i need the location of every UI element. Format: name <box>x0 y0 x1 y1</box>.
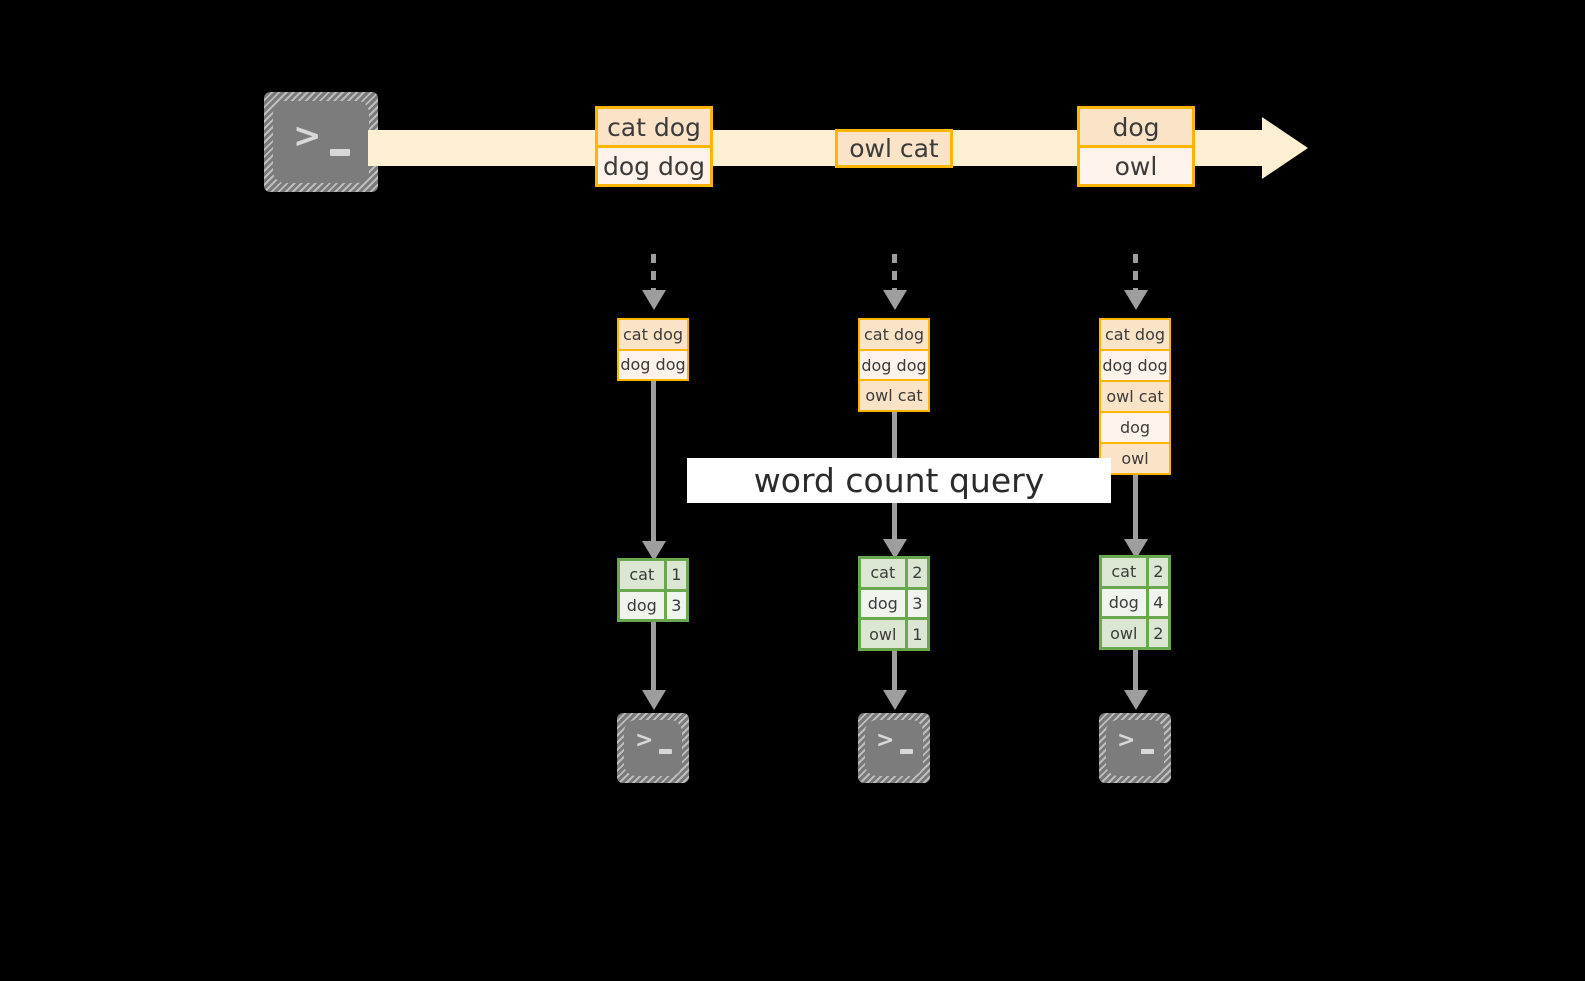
result-table-1-row-2: dog 3 <box>620 588 686 619</box>
stream-message-1-row-2: dog dog <box>598 145 710 184</box>
result-table-3-row-3-count: 2 <box>1145 619 1168 648</box>
result-table-3-row-3: owl 2 <box>1102 616 1168 648</box>
result-table-2-row-2-word: dog <box>861 589 905 618</box>
query-connector-arrowhead-3 <box>1124 539 1148 559</box>
buffer-table-3-row-4: dog <box>1101 411 1169 442</box>
result-table-3[interactable]: cat 2 dog 4 owl 2 <box>1099 555 1171 650</box>
result-table-3-row-2-count: 4 <box>1145 588 1168 617</box>
stream-tap-arrowhead-2 <box>883 290 907 310</box>
query-connector-line-3 <box>1133 475 1138 543</box>
result-table-3-row-1: cat 2 <box>1102 558 1168 586</box>
result-table-2-row-1-count: 2 <box>904 559 927 587</box>
output-connector-arrowhead-1 <box>642 690 666 710</box>
buffer-table-3-row-5: owl <box>1101 442 1169 473</box>
output-connector-arrowhead-3 <box>1124 690 1148 710</box>
terminal-cursor-icon <box>659 749 672 754</box>
stream-tap-line-2 <box>892 254 897 292</box>
stream-message-3-row-2: owl <box>1080 145 1192 184</box>
consumer-console-3[interactable]: > <box>1099 713 1171 783</box>
result-table-2-row-2-count: 3 <box>904 589 927 618</box>
output-connector-line-3 <box>1133 650 1138 694</box>
result-table-2-row-1: cat 2 <box>861 559 927 587</box>
result-table-3-row-2-word: dog <box>1102 588 1146 617</box>
result-table-3-row-1-count: 2 <box>1145 558 1168 586</box>
buffer-table-1-row-2: dog dog <box>619 348 687 379</box>
result-table-2-row-2: dog 3 <box>861 586 927 618</box>
result-table-3-row-1-word: cat <box>1102 558 1146 586</box>
buffer-table-2-row-3: owl cat <box>860 379 928 411</box>
query-connector-line-1 <box>651 381 656 545</box>
buffer-table-3[interactable]: cat dog dog dog owl cat dog owl <box>1099 318 1171 475</box>
stream-message-3[interactable]: dog owl <box>1077 106 1195 187</box>
result-table-3-row-3-word: owl <box>1102 619 1146 648</box>
result-table-1-row-1: cat 1 <box>620 561 686 589</box>
stream-arrow-head <box>1262 117 1308 179</box>
stream-tap-arrowhead-3 <box>1124 290 1148 310</box>
stream-tap-line-3 <box>1133 254 1138 292</box>
buffer-table-1-row-1: cat dog <box>619 320 687 349</box>
result-table-1-row-2-word: dog <box>620 591 664 619</box>
output-connector-line-2 <box>892 651 897 694</box>
terminal-prompt-icon: > <box>635 728 654 753</box>
stream-message-2[interactable]: owl cat <box>835 129 953 168</box>
stream-message-3-row-1: dog <box>1080 109 1192 145</box>
result-table-1-row-1-word: cat <box>620 561 664 589</box>
terminal-cursor-icon <box>1141 749 1154 754</box>
terminal-prompt-icon: > <box>293 116 322 156</box>
terminal-cursor-icon <box>330 149 350 156</box>
consumer-console-2[interactable]: > <box>858 713 930 783</box>
result-table-1-row-2-count: 3 <box>663 591 686 619</box>
result-table-3-row-2: dog 4 <box>1102 585 1168 617</box>
consumer-console-3-screen: > <box>1106 720 1164 776</box>
result-table-2-row-3-word: owl <box>861 620 905 649</box>
stream-message-2-row-1: owl cat <box>838 132 950 165</box>
result-table-2-row-3: owl 1 <box>861 617 927 649</box>
stream-tap-line-1 <box>651 254 656 292</box>
query-label: word count query <box>687 458 1111 503</box>
producer-console-screen: > <box>273 101 369 183</box>
stream-message-1[interactable]: cat dog dog dog <box>595 106 713 187</box>
buffer-table-2[interactable]: cat dog dog dog owl cat <box>858 318 930 412</box>
result-table-2[interactable]: cat 2 dog 3 owl 1 <box>858 556 930 651</box>
output-connector-arrowhead-2 <box>883 690 907 710</box>
consumer-console-1-screen: > <box>624 720 682 776</box>
consumer-console-2-screen: > <box>865 720 923 776</box>
result-table-2-row-1-word: cat <box>861 559 905 587</box>
buffer-table-3-row-3: owl cat <box>1101 380 1169 411</box>
output-connector-line-1 <box>651 622 656 694</box>
buffer-table-1[interactable]: cat dog dog dog <box>617 318 689 381</box>
buffer-table-2-row-2: dog dog <box>860 348 928 380</box>
terminal-cursor-icon <box>900 749 913 754</box>
query-connector-arrowhead-1 <box>642 541 666 561</box>
stream-message-1-row-1: cat dog <box>598 109 710 145</box>
buffer-table-3-row-1: cat dog <box>1101 320 1169 349</box>
stream-tap-arrowhead-1 <box>642 290 666 310</box>
query-connector-arrowhead-2 <box>883 539 907 559</box>
result-table-1-row-1-count: 1 <box>663 561 686 589</box>
terminal-prompt-icon: > <box>1117 728 1136 753</box>
buffer-table-2-row-1: cat dog <box>860 320 928 349</box>
buffer-table-3-row-2: dog dog <box>1101 349 1169 380</box>
producer-console[interactable]: > <box>264 92 378 192</box>
consumer-console-1[interactable]: > <box>617 713 689 783</box>
result-table-2-row-3-count: 1 <box>904 620 927 649</box>
terminal-prompt-icon: > <box>876 728 895 753</box>
result-table-1[interactable]: cat 1 dog 3 <box>617 558 689 622</box>
